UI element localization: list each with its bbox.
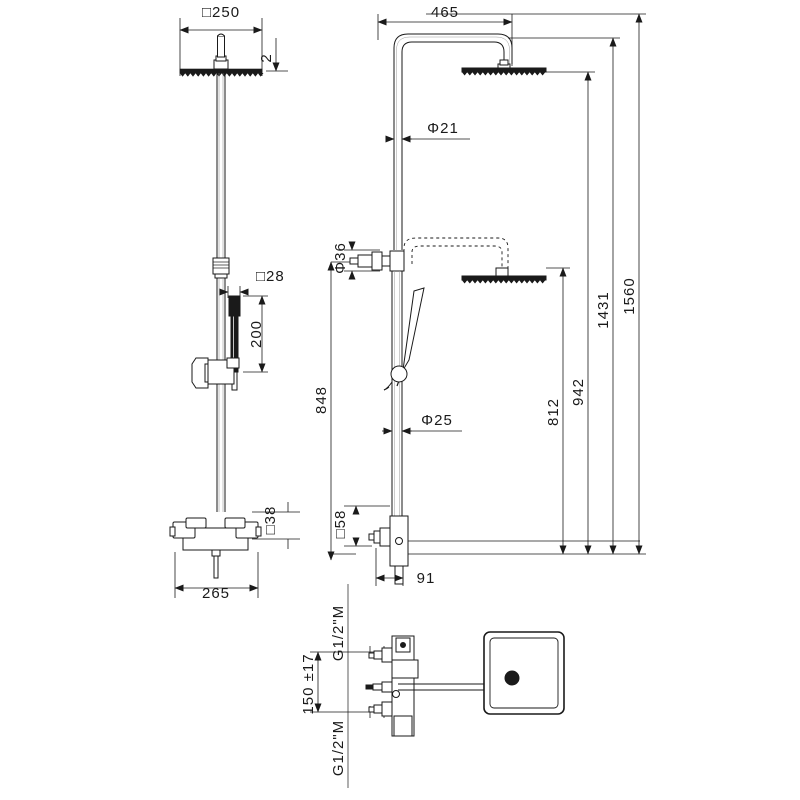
- shower-arm-side: [393, 33, 513, 250]
- wall-union-side: [349, 250, 405, 272]
- phantom-low-arm: [403, 237, 509, 268]
- dim-height-arm-low: 1431: [595, 291, 612, 328]
- riser-pipe-front-lower: [216, 278, 226, 512]
- dim-riser-diameter: Φ25: [421, 412, 453, 429]
- front-view-group: [169, 18, 300, 598]
- dim-height-to-valve: 848: [313, 386, 330, 414]
- dim-height-hand-shower: 812: [545, 398, 562, 426]
- riser-pipe-side: [391, 271, 403, 516]
- label-inlet-bottom: G1/2"M: [330, 720, 347, 776]
- dim-valve-projection: 91: [417, 570, 436, 587]
- thermostatic-valve-side: [368, 515, 640, 585]
- dim-height-total: 1560: [621, 277, 638, 314]
- dim-valve-width: 265: [202, 585, 230, 602]
- hand-shower-side: [383, 287, 425, 391]
- shower-head-front: [179, 33, 264, 77]
- riser-pipe-front: [216, 73, 226, 258]
- label-inlet-top: G1/2"M: [330, 605, 347, 661]
- valve-body-detail: [365, 635, 512, 737]
- slide-bracket-front: [191, 357, 240, 389]
- dim-valve-size: □58: [332, 510, 349, 539]
- dim-head-width: □250: [202, 4, 240, 21]
- dim-wall-union-size: Φ36: [332, 242, 349, 274]
- dim-arm-diameter: Φ21: [427, 120, 459, 137]
- riser-coupling-front: [212, 257, 230, 279]
- shower-head-plan: [483, 631, 565, 715]
- side-view-group: [327, 13, 646, 586]
- rough-in-detail-group: [310, 584, 565, 788]
- shower-head-side-lower: [461, 267, 547, 284]
- dim-inlet-spacing: 150 ±17: [300, 653, 317, 714]
- dim-valve-depth: □38: [262, 506, 279, 535]
- dim-hand-shower-length: 200: [248, 320, 265, 348]
- dim-height-low-head: 942: [570, 378, 587, 406]
- dim-arm-reach: 465: [431, 4, 459, 21]
- dim-head-thickness: 2: [258, 53, 275, 62]
- thermostatic-valve-front: [169, 517, 262, 579]
- shower-head-side-upper: [461, 59, 547, 76]
- dim-hand-shower-width: □28: [256, 268, 285, 285]
